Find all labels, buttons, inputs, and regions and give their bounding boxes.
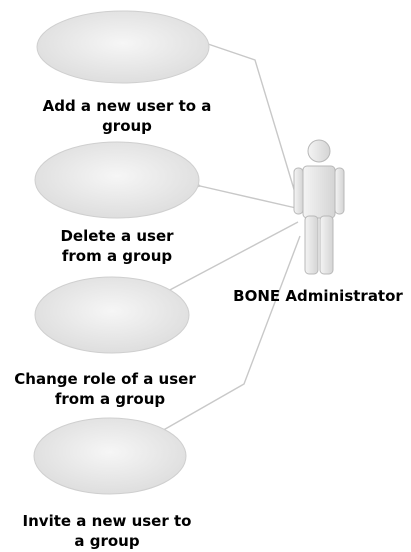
use-cases [33, 10, 210, 495]
actor-right-arm [334, 167, 345, 215]
use-case-invite-user[interactable] [33, 417, 187, 495]
associations [160, 44, 301, 432]
actor-left-arm [293, 167, 304, 215]
use-case-add-user[interactable] [36, 10, 210, 84]
actor-figure[interactable] [293, 139, 345, 275]
use-case-change-role[interactable] [34, 276, 190, 354]
association-delete-user [200, 186, 297, 209]
use-case-label-invite-user-line2: a group [74, 532, 139, 550]
use-case-label-add-user-line1: Add a new user to a [43, 97, 212, 115]
association-change-role [166, 221, 299, 292]
actor-head [307, 139, 331, 163]
actor-left-leg [304, 215, 319, 275]
actor-name-label: BONE Administrator [233, 287, 403, 305]
association-invite-user [160, 235, 301, 432]
association-add-user [208, 44, 297, 197]
use-case-label-add-user-line2: group [102, 117, 152, 135]
use-case-label-delete-user-line1: Delete a user [60, 227, 174, 245]
actor-right-leg [319, 215, 334, 275]
use-case-label-delete-user-line2: from a group [62, 247, 173, 265]
use-case-label-change-role-line2: from a group [55, 390, 166, 408]
actor-body [302, 165, 336, 219]
use-case-label-invite-user-line1: Invite a new user to [23, 512, 192, 530]
use-case-delete-user[interactable] [34, 141, 200, 219]
use-case-label-change-role-line1: Change role of a user [14, 370, 196, 388]
use-case-labels: Add a new user to a group Delete a user … [14, 97, 211, 550]
